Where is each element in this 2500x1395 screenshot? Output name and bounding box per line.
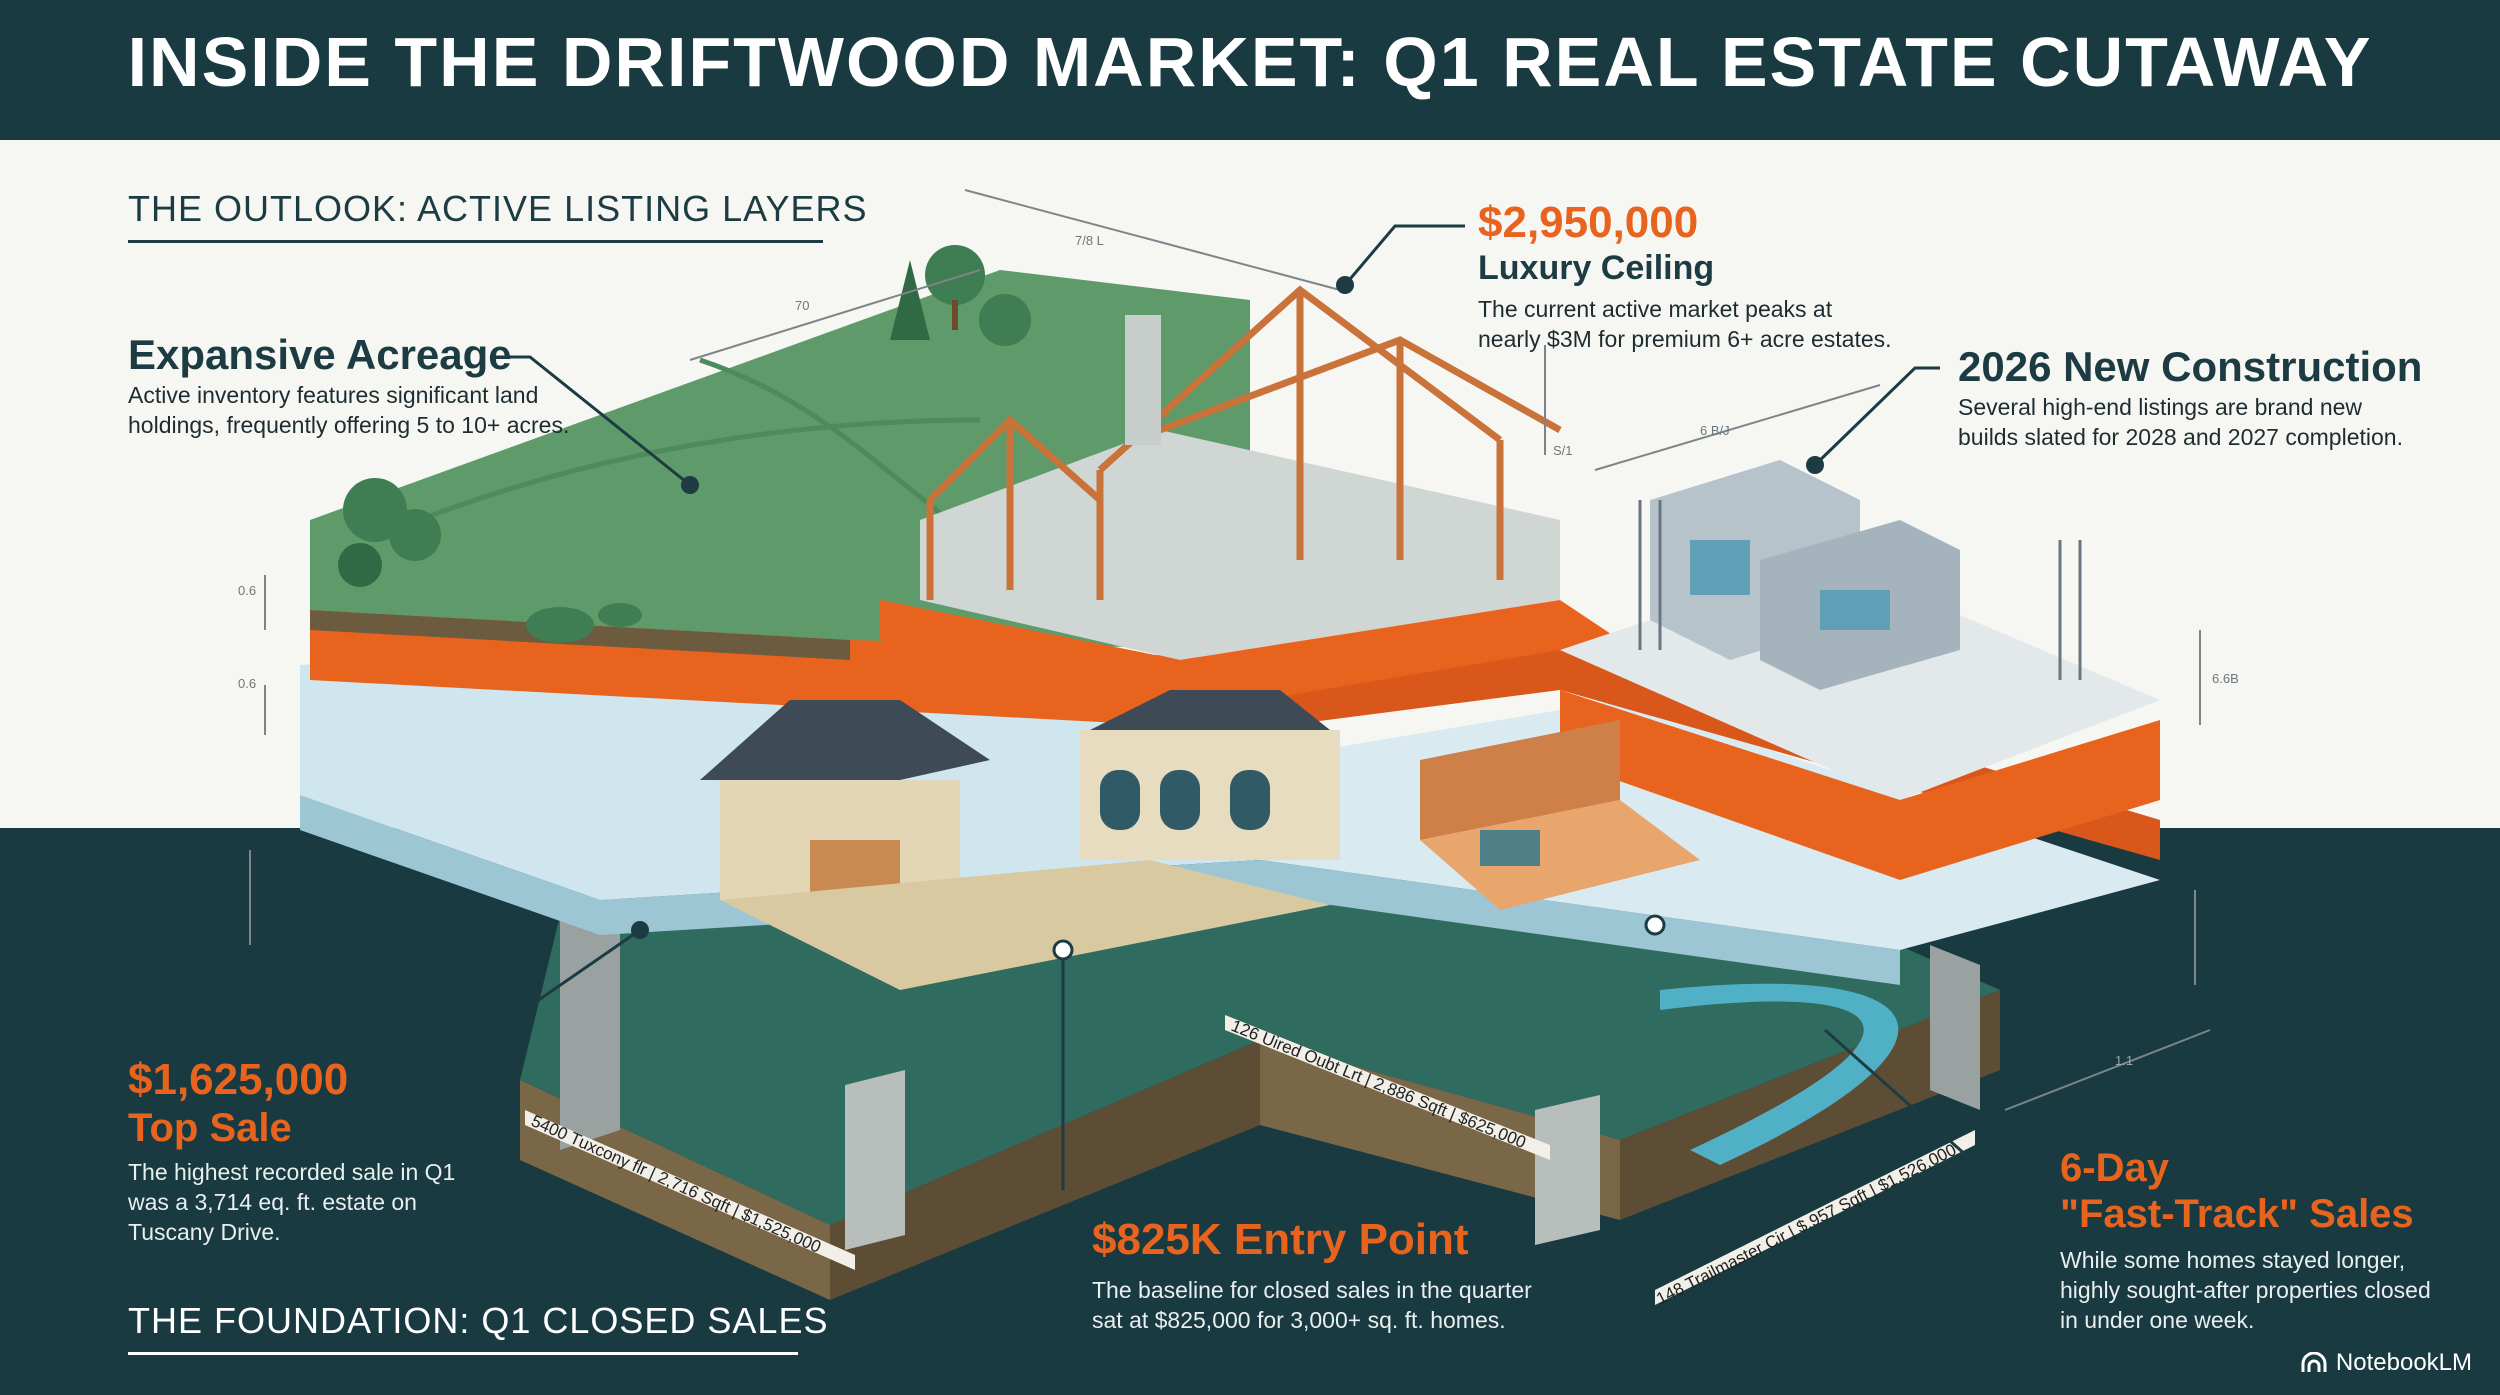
section-heading-outlook-rule xyxy=(128,240,823,243)
dim-label-left-1: 0.6 xyxy=(238,583,256,598)
page-title: INSIDE THE DRIFTWOOD MARKET: Q1 REAL EST… xyxy=(127,23,2373,101)
tree-cluster-back xyxy=(890,245,1031,346)
callout-acreage-body-line1: Active inventory features significant la… xyxy=(128,382,539,408)
dim-label-left-top: 70 xyxy=(795,298,809,313)
callout-entry-heading: $825K Entry Point xyxy=(1092,1215,1469,1264)
callout-luxury-body-line1: The current active market peaks at xyxy=(1478,296,1833,322)
callout-luxury-subheading: Luxury Ceiling xyxy=(1478,249,1715,287)
callout-construction: 2026 New Construction Several high-end l… xyxy=(1958,342,2422,452)
bedroom-wall xyxy=(1420,720,1620,840)
callout-entry-body-line2: sat at $825,000 for 3,000+ sq. ft. homes… xyxy=(1092,1307,1506,1333)
plaque-mid xyxy=(1225,1015,1550,1160)
dim-label-bottom-right: 1.1 xyxy=(2115,1053,2133,1068)
callout-top-sale: $1,625,000 Top Sale The highest recorded… xyxy=(128,1055,455,1247)
corner-pillar-mid xyxy=(1535,1095,1600,1245)
brand-name: NotebookLM xyxy=(2335,1349,2472,1376)
leader-dots xyxy=(631,276,1824,961)
right-orange-slab xyxy=(1560,690,2160,880)
dim-label-right-top: 6 B/J xyxy=(1700,423,1730,438)
callout-acreage-heading: Expansive Acreage xyxy=(128,331,512,378)
callout-top-sale-subheading: Top Sale xyxy=(128,1106,292,1150)
section-heading-foundation-text: THE FOUNDATION: Q1 CLOSED SALES xyxy=(128,1300,829,1341)
section-heading-foundation: THE FOUNDATION: Q1 CLOSED SALES xyxy=(128,1300,828,1355)
orange-slab-right xyxy=(1250,640,2160,860)
grass-contour-1 xyxy=(419,417,981,523)
foundation-top-left xyxy=(520,890,1260,1225)
modern-house-window-2 xyxy=(1820,590,1890,630)
bedroom-bed xyxy=(1480,830,1540,866)
section-heading-outlook: THE OUTLOOK: ACTIVE LISTING LAYERS xyxy=(128,188,868,243)
timber-frame xyxy=(926,285,1562,600)
callout-top-sale-body-line2: was a 3,714 eq. ft. estate on xyxy=(128,1189,417,1215)
corner-pillar-left xyxy=(845,1070,905,1250)
callout-entry-body-line1: The baseline for closed sales in the qua… xyxy=(1092,1277,1532,1303)
callout-acreage-body-line2: holdings, frequently offering 5 to 10+ a… xyxy=(128,412,570,438)
callout-luxury-body-line2: nearly $3M for premium 6+ acre estates. xyxy=(1478,326,1892,352)
tree-cluster-left xyxy=(338,478,441,587)
callout-acreage: Expansive Acreage Active inventory featu… xyxy=(128,330,569,440)
dim-label-right-1: 6.6B xyxy=(2212,671,2239,686)
callout-fast-track-body-line3: in under one week. xyxy=(2060,1307,2255,1333)
dim-label-left-2: 0.6 xyxy=(238,676,256,691)
title-band xyxy=(0,0,2500,140)
callout-fast-track-heading-line1: 6-Day xyxy=(2060,1146,2169,1190)
foundation-soil-right xyxy=(1260,1040,1620,1220)
modern-house-window xyxy=(1690,540,1750,595)
callout-construction-heading: 2026 New Construction xyxy=(1958,343,2423,390)
foundation-wall-right xyxy=(1930,945,1980,1110)
leader-lines xyxy=(372,224,2030,1190)
callout-construction-body-line1: Several high-end listings are brand new xyxy=(1958,394,2363,420)
water-channel xyxy=(1660,983,1899,1165)
dimension-lines xyxy=(249,189,2211,1111)
foundation-soil-mid xyxy=(830,1040,1260,1300)
arched-windows xyxy=(1100,770,1270,830)
callout-fast-track-body-line2: highly sought-after properties closed xyxy=(2060,1277,2431,1303)
foundation-wall-left xyxy=(560,880,620,1150)
plaque-trailmaster xyxy=(1655,1130,1975,1305)
frame-house-orange-floor xyxy=(880,600,1620,710)
classic-house-interior xyxy=(810,840,900,900)
callout-entry: $825K Entry Point The baseline for close… xyxy=(1092,1215,1532,1335)
callout-fast-track: 6-Day "Fast-Track" Sales While some home… xyxy=(2060,1145,2431,1335)
callout-construction-body-line2: builds slated for 2028 and 2027 completi… xyxy=(1958,424,2403,450)
callout-luxury: $2,950,000 Luxury Ceiling The current ac… xyxy=(1478,198,1892,354)
callout-fast-track-heading-line2: "Fast-Track" Sales xyxy=(2060,1192,2414,1236)
plaque-tuscany xyxy=(525,1110,855,1270)
scaffolding xyxy=(1638,500,2082,680)
section-heading-outlook-text: THE OUTLOOK: ACTIVE LISTING LAYERS xyxy=(128,188,868,229)
callout-top-sale-price: $1,625,000 xyxy=(128,1055,349,1104)
classic-house-roof-2 xyxy=(1090,690,1330,730)
classic-house-roof xyxy=(700,700,990,780)
bush-cluster xyxy=(526,603,642,643)
classic-house-body-2 xyxy=(1080,730,1340,860)
dim-label-mid-v: S/1 xyxy=(1553,443,1573,458)
dim-label-top: 7/8 L xyxy=(1075,233,1104,248)
callout-top-sale-body-line1: The highest recorded sale in Q1 xyxy=(128,1159,456,1185)
terrace-path xyxy=(720,860,1330,990)
section-heading-foundation-rule xyxy=(128,1352,798,1355)
callout-fast-track-body-line1: While some homes stayed longer, xyxy=(2060,1247,2406,1273)
bedroom-floor xyxy=(1420,800,1700,910)
callout-luxury-price: $2,950,000 xyxy=(1478,198,1699,247)
chimney xyxy=(1125,315,1161,445)
brand-mark: NotebookLM xyxy=(2300,1349,2472,1377)
callout-top-sale-body-line3: Tuscany Drive. xyxy=(128,1219,281,1245)
notebooklm-logo-icon xyxy=(2301,1352,2327,1372)
